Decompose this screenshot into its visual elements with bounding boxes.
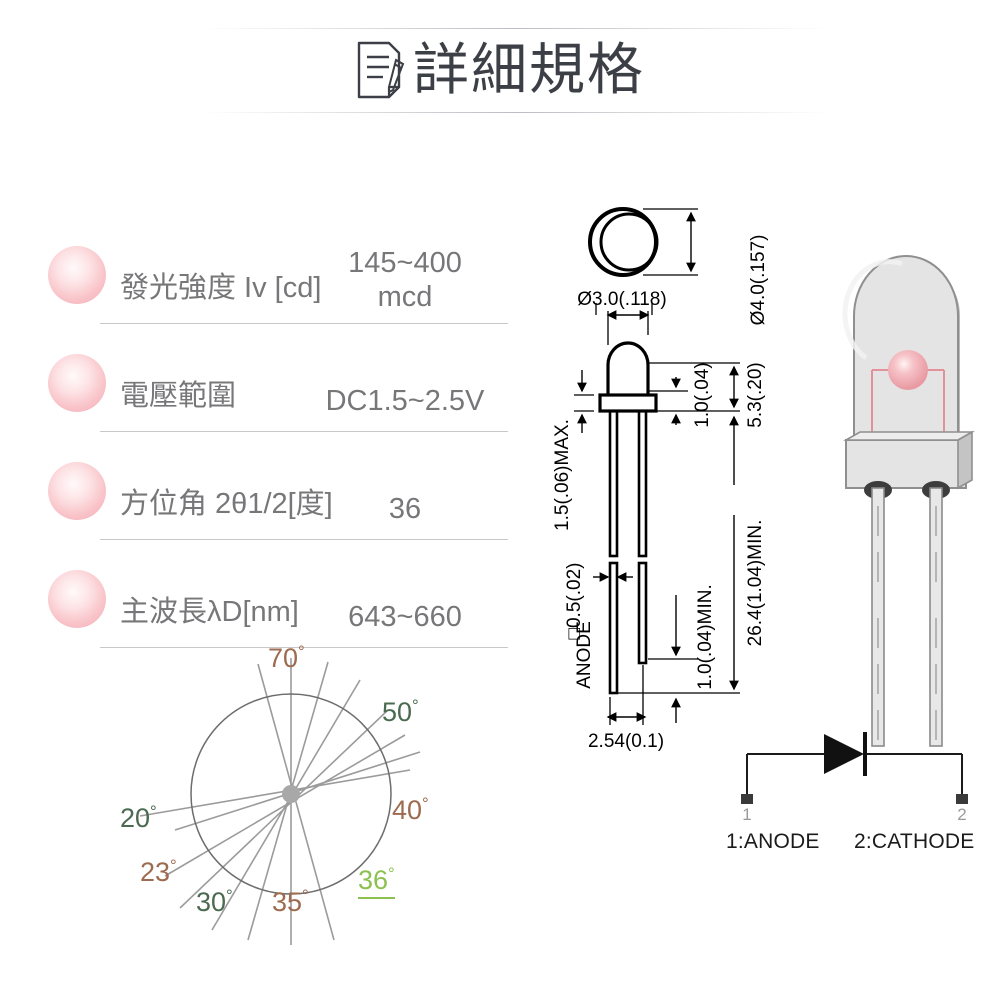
wheel-label-36: 36° [358, 865, 395, 899]
wheel-label-23: 23° [140, 856, 177, 887]
wheel-label-50: 50° [382, 696, 419, 727]
dim-lead-offset: 1.0(.04)MIN. [695, 584, 716, 690]
spec-label: 發光強度 Iv [cd] [120, 272, 322, 304]
pin-label-anode: 1:ANODE [726, 830, 820, 853]
wheel-label-30: 30° [196, 886, 233, 917]
spec-label: 方位角 2θ1/2[度] [120, 488, 333, 520]
spec-value: DC1.5~2.5V [325, 384, 485, 417]
pink-sphere-icon [48, 570, 106, 628]
dim-inner-diameter: Ø3.0(.118) [577, 289, 666, 310]
wheel-label-40: 40° [392, 794, 429, 825]
dim-body-height: 5.3(.20) [745, 362, 766, 427]
page-title: 詳細規格 [413, 38, 645, 101]
spec-row-dominant-wavelength: 主波長λD[nm] 643~660 [48, 552, 508, 660]
dim-lead-length: 26.4(1.04)MIN. [745, 520, 766, 647]
led-3d-render [832, 188, 1000, 748]
header-divider-bottom [200, 112, 830, 113]
spec-divider [100, 539, 508, 540]
pink-sphere-icon [48, 246, 106, 304]
pink-sphere-icon [48, 354, 106, 412]
document-pen-icon [355, 40, 407, 100]
dim-lead-section: □0.5(.02) [564, 563, 585, 640]
spec-value: 36 [388, 492, 422, 525]
spec-divider [100, 431, 508, 432]
viewing-angle-wheel: 70° 50° 40° 36° 35° 30° 23° 20° [120, 640, 480, 950]
spec-value: 643~660 [348, 600, 462, 633]
pin-number-1: 1 [742, 805, 751, 822]
dim-flange-thickness: 1.5(.06)MAX. [552, 419, 573, 531]
spec-row-viewing-angle: 方位角 2θ1/2[度] 36 [48, 444, 508, 552]
pin-label-cathode: 2:CATHODE [854, 830, 975, 853]
spec-divider [100, 647, 508, 648]
wheel-label-70: 70° [268, 642, 305, 673]
dim-step-a: 1.0(.04) [692, 362, 713, 427]
label-anode: ANODE [574, 621, 595, 689]
pink-sphere-icon [48, 462, 106, 520]
diode-schematic: 1 2 1:ANODE 2:CATHODE [714, 712, 1000, 857]
spec-label: 主波長λD[nm] [120, 596, 299, 628]
wheel-label-20: 20° [120, 802, 157, 833]
led-dimension-drawing: Ø4.0(.157) Ø3.0(.118) 1.5(.06)MAX. 1.0(.… [548, 185, 824, 760]
spec-divider [100, 323, 508, 324]
dim-outer-diameter: Ø4.0(.157) [748, 235, 769, 326]
spec-label: 電壓範圍 [120, 380, 237, 412]
wheel-label-35: 35° [272, 886, 309, 917]
header-divider-top [200, 28, 830, 29]
page-header: 詳細規格 [0, 28, 1000, 112]
pin-number-2: 2 [957, 805, 966, 822]
spec-row-voltage-range: 電壓範圍 DC1.5~2.5V [48, 336, 508, 444]
dim-lead-pitch: 2.54(0.1) [588, 731, 664, 752]
